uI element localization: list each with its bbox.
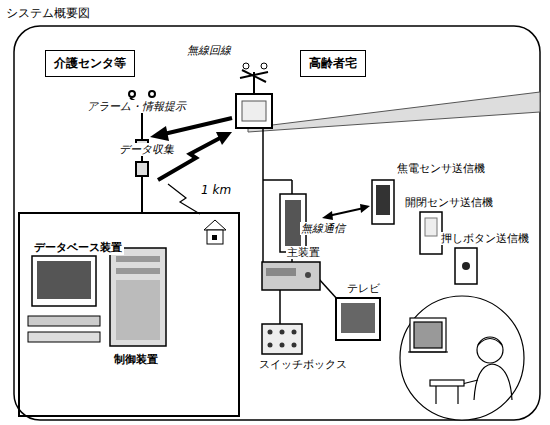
- wire: [263, 179, 292, 181]
- elderly-person: [400, 296, 524, 420]
- label-text: 焦電センサ送信機: [396, 162, 486, 175]
- wire: [262, 128, 264, 262]
- tv: [336, 298, 380, 340]
- home-antenna: [236, 63, 272, 128]
- node-text: 制御装置: [112, 352, 160, 367]
- label-text: データ収集: [118, 143, 175, 156]
- site-label-box: 高齢者宅: [300, 50, 366, 77]
- wire: [291, 180, 293, 194]
- label-text: 開閉センサ送信機: [404, 196, 494, 209]
- database-equipment: [28, 256, 100, 342]
- label-text: 無線通信: [300, 222, 346, 235]
- label-text: スイッチボックス: [258, 358, 348, 371]
- diagram-title: システム概要図: [6, 5, 90, 22]
- label-text: 主装置: [286, 246, 321, 259]
- roof: [248, 92, 540, 132]
- switch-box: [262, 324, 302, 354]
- wireless-arrow: [322, 204, 370, 220]
- node-text: 高齢者宅: [309, 55, 357, 72]
- main-unit: [262, 262, 320, 290]
- door-sensor-transmitter: [420, 212, 442, 254]
- wire: [318, 278, 338, 300]
- data-arrow: [158, 132, 232, 180]
- pyro-sensor-transmitter: [372, 180, 394, 224]
- site-label-box: 介護センタ等: [45, 50, 135, 77]
- push-button-transmitter: [455, 248, 477, 284]
- node-text: 介護センタ等: [54, 55, 126, 72]
- label-text: テレビ: [346, 282, 381, 295]
- outer-frame: [14, 26, 540, 420]
- wire: [279, 290, 281, 324]
- label-text: 1 km: [200, 184, 232, 197]
- label-text: 押しボタン送信機: [440, 232, 530, 245]
- care-center-building: データベース装置制御装置: [18, 212, 240, 417]
- controller-equipment: [110, 248, 166, 346]
- label-text: 無線回線: [186, 44, 232, 57]
- node-text: データベース装置: [32, 240, 124, 255]
- label-text: アラーム・情報提示: [86, 100, 187, 113]
